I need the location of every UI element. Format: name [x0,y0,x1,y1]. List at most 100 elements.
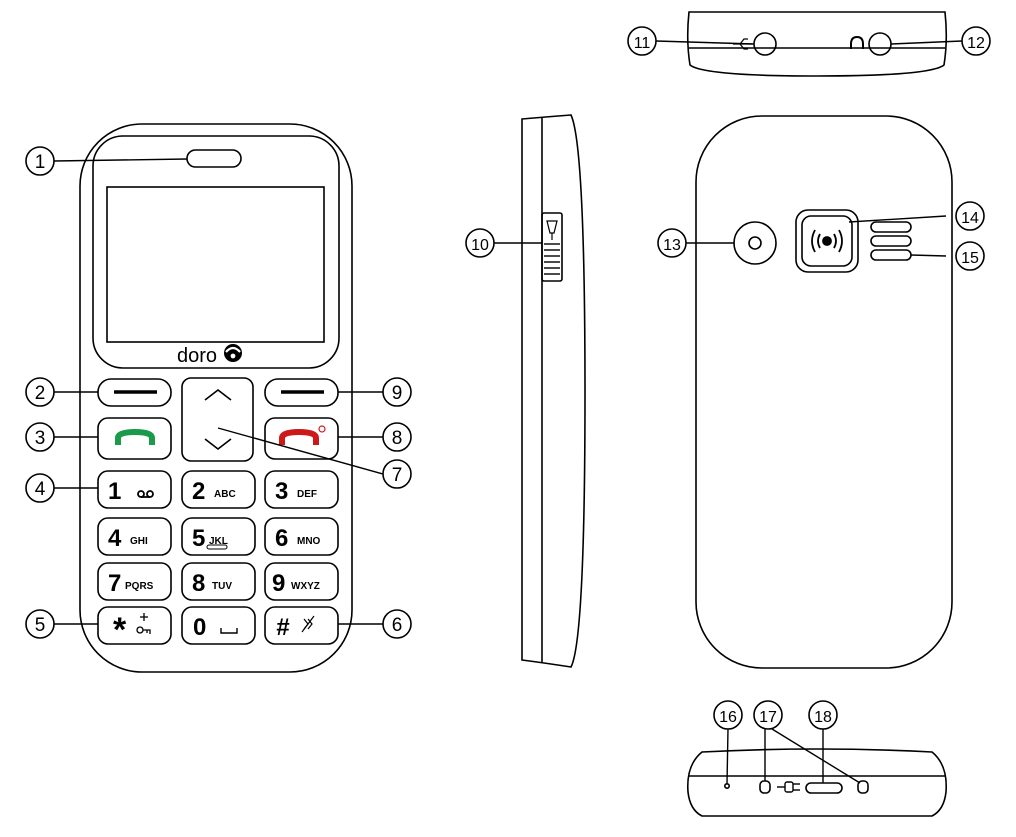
top-body [686,11,948,77]
camera-lens [733,221,777,265]
end-key[interactable] [264,417,339,460]
bottom-body [686,748,948,817]
key-5-digit: 5 [192,525,205,552]
callout-1: 1 [35,152,46,173]
callout-circles [25,26,991,730]
keylock-icon [136,613,151,634]
end-call-icon [279,429,319,445]
call-icon [115,429,155,445]
side-view [521,114,586,668]
callout-6: 6 [392,615,403,636]
callout-labels: 1 2 3 4 5 6 7 8 9 10 11 12 13 14 15 16 1… [35,35,985,726]
key-8[interactable] [181,562,256,601]
usb-port[interactable] [753,32,777,56]
top-view [686,11,948,77]
front-bezel [92,135,340,369]
headphone-icon [850,35,864,49]
key-3-digit: 3 [275,478,288,505]
microphone-hole [723,782,730,789]
sos-button[interactable] [795,209,859,273]
back-body [695,115,953,669]
silent-icon [301,615,315,633]
doro-logo-icon [224,344,242,362]
power-plug-icon [777,781,800,793]
key-6[interactable] [264,517,339,556]
lanyard-hole-left [759,780,771,794]
key-4-digit: 4 [108,525,122,552]
display-screen [106,186,325,343]
sos-button-inner [801,215,853,267]
callout-7: 7 [392,465,403,486]
key-hash[interactable] [264,606,339,645]
key-4-letters: GHI [130,536,148,547]
bottom-view [686,748,948,817]
key-0[interactable] [181,606,256,645]
leader-lines [53,40,963,785]
key-star-digit: * [113,611,127,649]
back-view [695,115,953,669]
key-7[interactable] [97,562,172,601]
callout-4: 4 [35,479,46,500]
key-2-letters: ABC [214,489,236,500]
flashlight-switch[interactable] [541,212,563,282]
sos-icon [811,229,843,253]
callout-12: 12 [967,35,985,52]
key-7-digit: 7 [108,570,121,597]
flashlight-icon [546,220,558,240]
charging-port[interactable] [805,782,843,794]
callout-2: 2 [35,383,46,404]
call-key[interactable] [97,417,172,460]
key-9-letters: WXYZ [291,581,320,592]
callout-8: 8 [392,428,403,449]
callout-16: 16 [719,709,737,726]
space-icon [220,628,238,634]
brand-logo-text: doro [177,345,217,367]
key-8-digit: 8 [192,570,205,597]
callout-3: 3 [35,428,46,449]
callout-15: 15 [961,250,979,267]
side-body [521,114,586,668]
arrow-down-icon [204,438,232,451]
key-1-digit: 1 [108,478,121,505]
key-9[interactable] [264,562,339,601]
key-6-digit: 6 [275,525,288,552]
voicemail-icon [137,490,154,498]
key-labels: 1 2 ABC 3 DEF 4 GHI 5 JKL 6 MNO 7 PQRS 8… [108,478,321,649]
callout-18: 18 [814,709,832,726]
key-6-letters: MNO [297,536,321,547]
headphone-jack[interactable] [868,32,892,56]
lanyard-hole-right [857,780,869,794]
callout-11: 11 [634,35,651,52]
key-3-letters: DEF [297,489,317,500]
key-star[interactable] [97,606,172,645]
earpiece [186,149,242,168]
callout-9: 9 [392,383,403,404]
key-9-digit: 9 [272,570,285,597]
key-8-letters: TUV [212,581,232,592]
callout-14: 14 [961,210,979,227]
key-2-digit: 2 [192,478,205,505]
key-0-digit: 0 [193,614,206,641]
key-7-letters: PQRS [125,581,154,592]
navigation-key[interactable] [181,377,254,462]
key-5-bump-icon [206,544,228,550]
callout-13: 13 [663,237,681,254]
front-view: doro [79,123,353,673]
switch-ridges [544,243,560,275]
callout-17: 17 [759,709,777,726]
key-1[interactable] [97,470,172,509]
key-5-letters: JKL [209,536,228,547]
key-hash-digit: # [276,614,290,641]
power-icon [318,425,326,433]
arrow-up-icon [204,388,232,401]
speaker-grille [870,221,912,261]
front-body [79,123,353,673]
camera-center [748,236,762,250]
key-2[interactable] [181,470,256,509]
callout-5: 5 [35,615,46,636]
key-3[interactable] [264,470,339,509]
key-4[interactable] [97,517,172,556]
callout-10: 10 [471,237,489,254]
key-5[interactable] [181,517,256,556]
